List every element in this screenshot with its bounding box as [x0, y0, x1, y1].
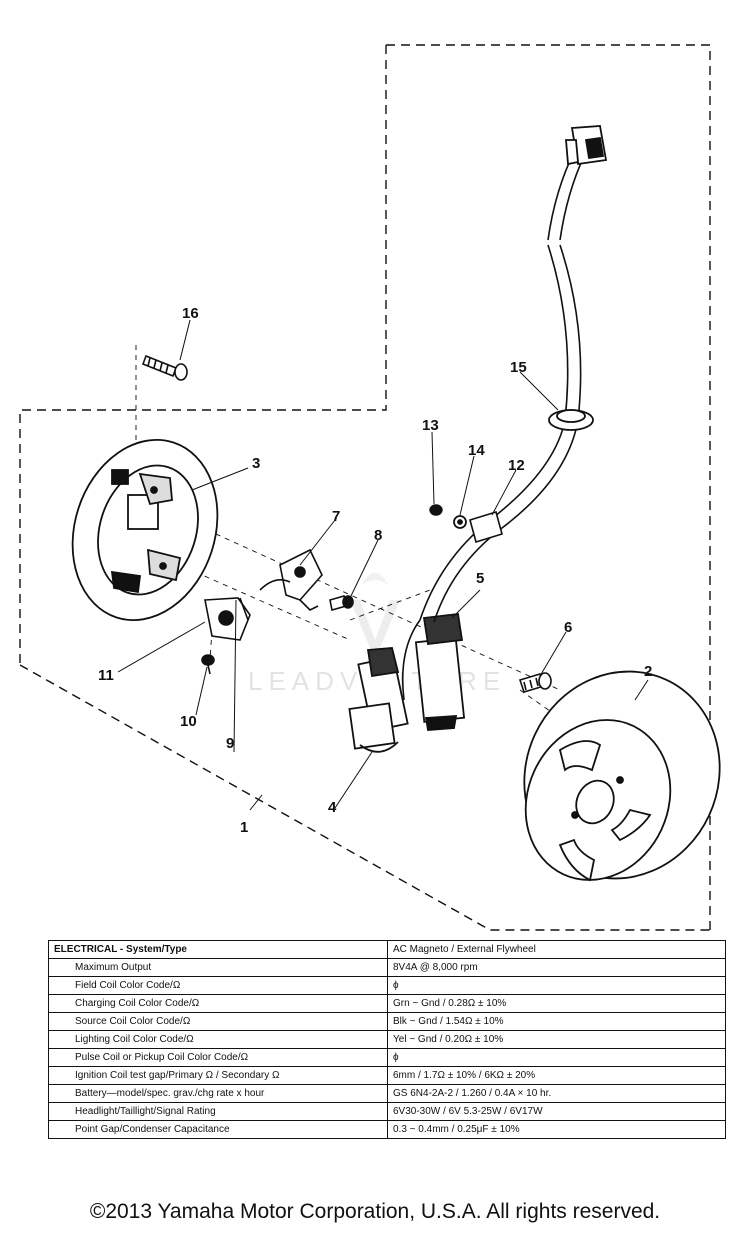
part-label-16: 16: [182, 305, 199, 322]
leader-lines: [117, 319, 649, 811]
part-13-screw: [429, 504, 443, 516]
part-label-8: 8: [374, 527, 382, 544]
spec-param: ELECTRICAL - System/Type: [48, 940, 388, 959]
part-label-14: 14: [468, 442, 485, 459]
part-10-screw: [201, 654, 215, 675]
watermark-logo: [350, 572, 400, 660]
table-row: ELECTRICAL - System/Type AC Magneto / Ex…: [48, 940, 726, 959]
spec-param: Source Coil Color Code/Ω: [48, 1012, 388, 1031]
assembly-boundary: [19, 44, 711, 931]
electrical-spec-table: ELECTRICAL - System/Type AC Magneto / Ex…: [48, 940, 726, 1139]
spec-value: Blk ~ Gnd / 1.54Ω ± 10%: [387, 1012, 726, 1031]
part-5-coil: [414, 613, 466, 731]
part-label-7: 7: [332, 508, 340, 525]
part-15-grommet: [548, 409, 594, 431]
table-row: Ignition Coil test gap/Primary Ω / Secon…: [48, 1066, 726, 1085]
part-7-contact-breaker: [259, 548, 323, 611]
table-row: Field Coil Color Code/Ω ϕ: [48, 976, 726, 995]
part-label-3: 3: [252, 455, 260, 472]
copyright-notice: ©2013 Yamaha Motor Corporation, U.S.A. A…: [89, 1200, 661, 1223]
spec-value: 8V4A @ 8,000 rpm: [387, 958, 726, 977]
spec-value: Yel ~ Gnd / 0.20Ω ± 10%: [387, 1030, 726, 1049]
part-12-clamp: [469, 510, 503, 544]
part-2-flywheel: [523, 670, 721, 882]
spec-param: Battery—model/spec. grav./chg rate x hou…: [48, 1084, 388, 1103]
table-row: Maximum Output 8V4A @ 8,000 rpm: [48, 958, 726, 977]
spec-param: Field Coil Color Code/Ω: [48, 976, 388, 995]
spec-value: ϕ: [387, 1048, 726, 1067]
part-6-screw: [518, 672, 552, 693]
table-row: Battery—model/spec. grav./chg rate x hou…: [48, 1084, 726, 1103]
table-row: Point Gap/Condenser Capacitance 0.3 ~ 0.…: [48, 1120, 726, 1139]
part-4-ignition-coil: [348, 647, 409, 753]
spec-value: AC Magneto / External Flywheel: [387, 940, 726, 959]
table-row: Lighting Coil Color Code/Ω Yel ~ Gnd / 0…: [48, 1030, 726, 1049]
spec-value: 0.3 ~ 0.4mm / 0.25μF ± 10%: [387, 1120, 726, 1139]
spec-value: 6mm / 1.7Ω ± 10% / 6KΩ ± 20%: [387, 1066, 726, 1085]
part-label-13: 13: [422, 417, 439, 434]
spec-value: ϕ: [387, 976, 726, 995]
part-label-6: 6: [564, 619, 572, 636]
spec-param: Headlight/Taillight/Signal Rating: [48, 1102, 388, 1121]
part-label-5: 5: [476, 570, 484, 587]
table-row: Source Coil Color Code/Ω Blk ~ Gnd / 1.5…: [48, 1012, 726, 1031]
spec-param: Charging Coil Color Code/Ω: [48, 994, 388, 1013]
spec-param: Lighting Coil Color Code/Ω: [48, 1030, 388, 1049]
spec-value: Grn ~ Gnd / 0.28Ω ± 10%: [387, 994, 726, 1013]
harness-connector: [565, 125, 608, 166]
part-label-11: 11: [98, 667, 114, 684]
part-3-stator-plate: [71, 438, 219, 622]
magneto-exploded-diagram: LEADVENTURE: [19, 44, 721, 931]
spec-param: Maximum Output: [48, 958, 388, 977]
spec-value: GS 6N4-2A-2 / 1.260 / 0.4A × 10 hr.: [387, 1084, 726, 1103]
part-16-screw: [141, 354, 188, 381]
part-11-condenser-bracket: [204, 597, 251, 641]
spec-value: 6V30-30W / 6V 5.3-25W / 6V17W: [387, 1102, 726, 1121]
part-label-15: 15: [510, 359, 527, 376]
spec-param: Pulse Coil or Pickup Coil Color Code/Ω: [48, 1048, 388, 1067]
part-8-screw: [329, 594, 354, 612]
part-14-washer: [453, 515, 467, 529]
part-label-1: 1: [240, 819, 248, 836]
spec-param: Ignition Coil test gap/Primary Ω / Secon…: [48, 1066, 388, 1085]
part-label-12: 12: [508, 457, 525, 474]
part-label-10: 10: [180, 713, 197, 730]
table-row: Charging Coil Color Code/Ω Grn ~ Gnd / 0…: [48, 994, 726, 1013]
part-label-2: 2: [644, 663, 652, 680]
part-label-9: 9: [226, 735, 234, 752]
table-row: Headlight/Taillight/Signal Rating 6V30-3…: [48, 1102, 726, 1121]
table-row: Pulse Coil or Pickup Coil Color Code/Ω ϕ: [48, 1048, 726, 1067]
spec-param: Point Gap/Condenser Capacitance: [48, 1120, 388, 1139]
part-label-4: 4: [328, 799, 337, 816]
